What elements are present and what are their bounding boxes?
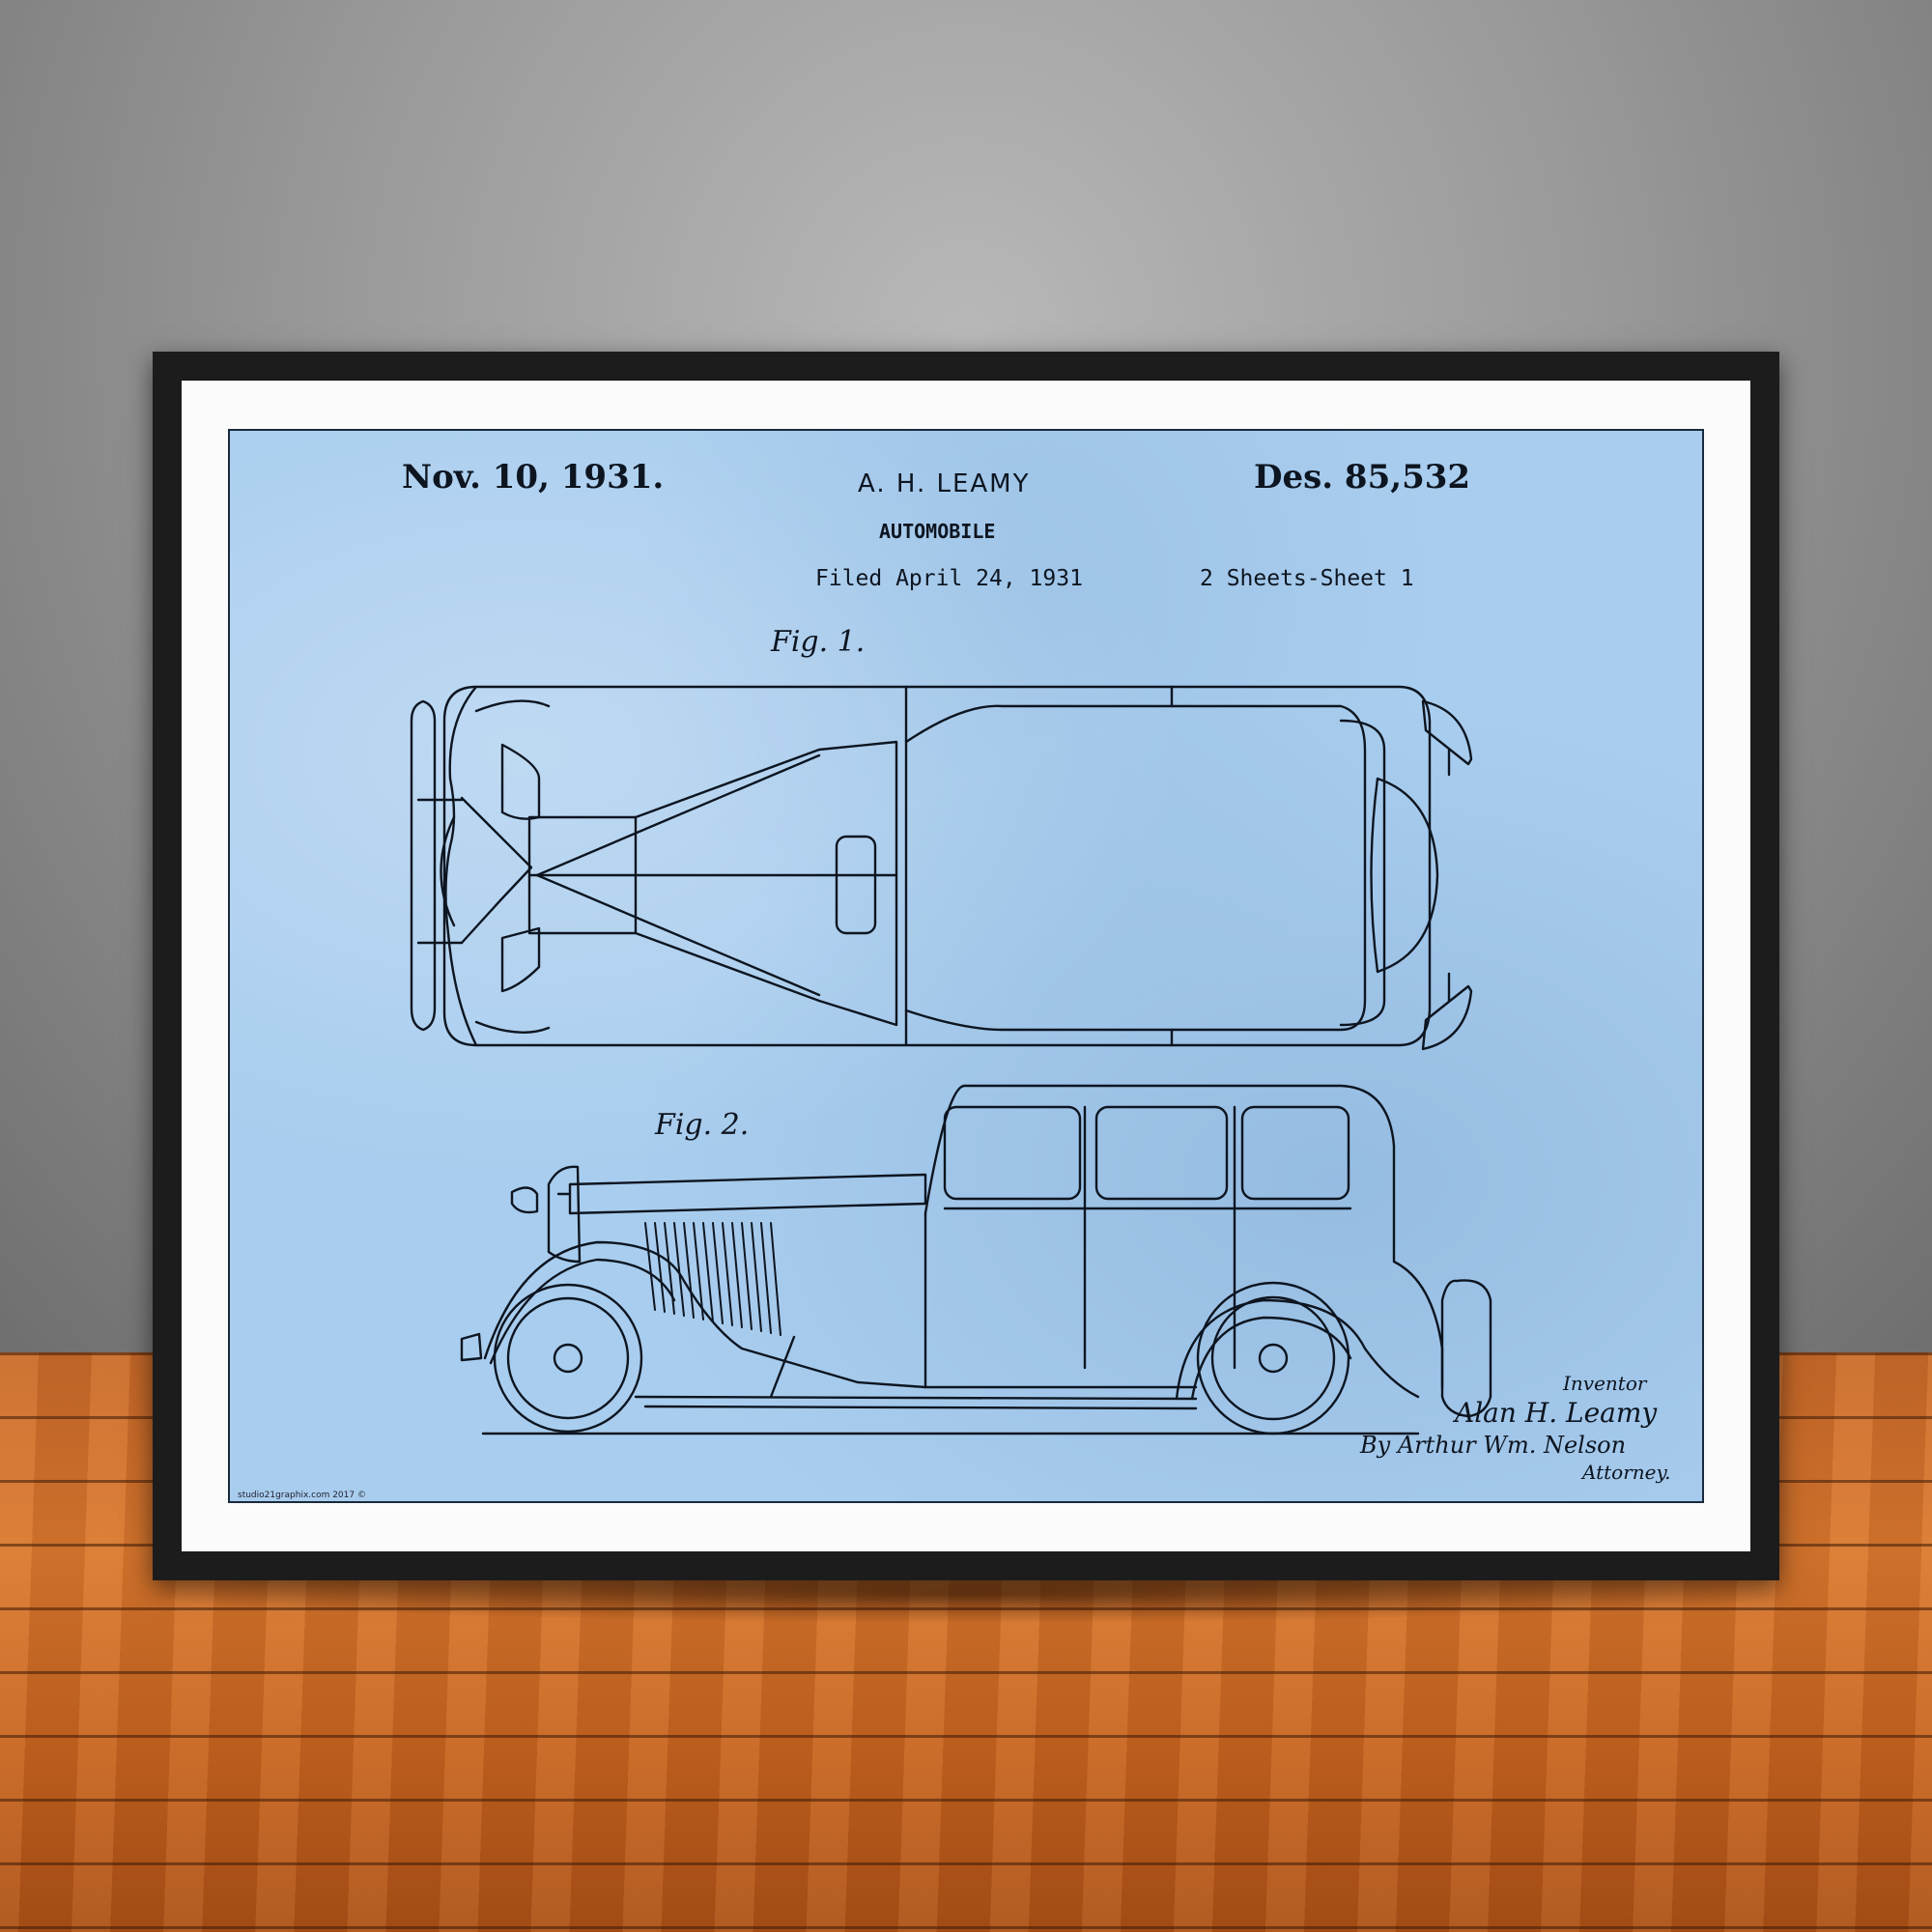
patent-inventor: A. H. LEAMY: [858, 469, 1031, 498]
fig2-label: Fig. 2.: [654, 1108, 749, 1142]
attorney-label: Attorney.: [1582, 1461, 1671, 1484]
design-number: Des. 85,532: [1254, 458, 1471, 497]
car-top-view: [410, 685, 1473, 1051]
fig1-label: Fig. 1.: [770, 625, 865, 659]
inventor-signature: Alan H. Leamy: [1455, 1397, 1658, 1429]
attorney-signature: By Arthur Wm. Nelson: [1360, 1432, 1627, 1459]
car-side-view: [460, 1084, 1492, 1435]
blueprint-print: Nov. 10, 1931. A. H. LEAMY Des. 85,532 A…: [228, 429, 1704, 1503]
sheet-count: 2 Sheets-Sheet 1: [1200, 566, 1414, 591]
inventor-label: Inventor: [1563, 1372, 1647, 1395]
patent-drawing: Fig. 1.: [410, 625, 1492, 1435]
patent-date: Nov. 10, 1931.: [402, 458, 665, 497]
studio-credit: studio21graphix.com 2017 ©: [238, 1491, 366, 1500]
patent-title: AUTOMOBILE: [879, 520, 996, 543]
filed-date: Filed April 24, 1931: [815, 566, 1083, 591]
